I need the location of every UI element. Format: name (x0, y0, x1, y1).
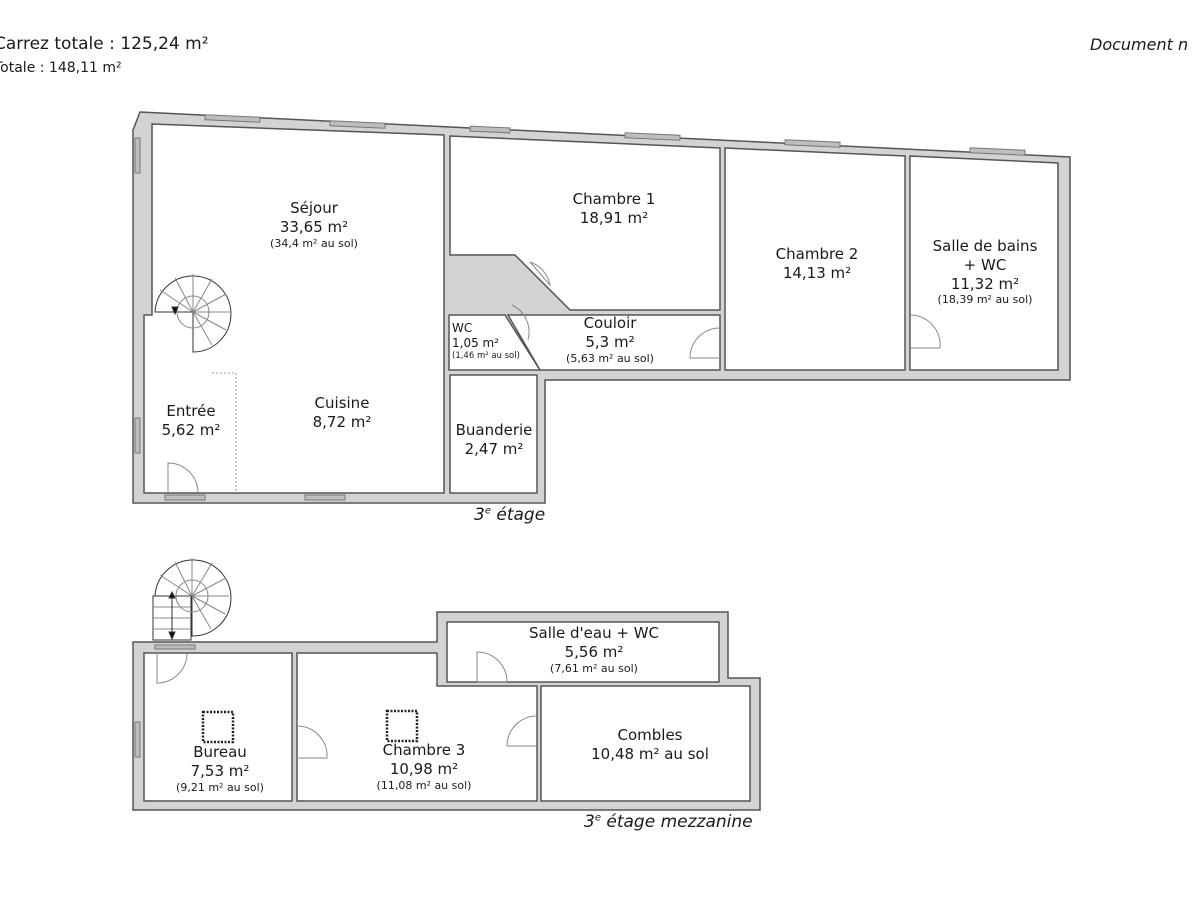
room-bureau: Bureau 7,53 m² (9,21 m² au sol) (176, 743, 264, 794)
room-sejour: Séjour 33,65 m² (34,4 m² au sol) (270, 199, 358, 250)
room-name: Combles (617, 726, 683, 744)
room-salle-d-eau: Salle d'eau + WC 5,56 m² (7,61 m² au sol… (529, 624, 659, 675)
room-area: 33,65 m² (279, 217, 349, 236)
mezzanine-stair-icon (152, 558, 232, 641)
room-name: Couloir (583, 314, 637, 332)
room-floor-area: (18,39 m² au sol) (937, 293, 1033, 307)
floor-3-doors (167, 261, 941, 494)
caption-superscript: e (594, 812, 601, 824)
room-area: 10,98 m² (389, 759, 459, 778)
room-name: Salle de bains (932, 237, 1038, 255)
caption-text: étage (490, 505, 546, 525)
room-area: 14,13 m² (782, 263, 852, 282)
room-buanderie: Buanderie 2,47 m² (456, 421, 533, 459)
floor-caption-mezzanine: 3e étage mezzanine (584, 812, 753, 832)
caption-number: 3 (584, 812, 595, 832)
room-name: Buanderie (455, 421, 533, 439)
room-area: 1,05 m² (452, 336, 500, 350)
room-floor-area: (1,46 m² au sol) (452, 351, 520, 361)
room-floor-area: (5,63 m² au sol) (566, 351, 654, 365)
floor-3-rooms (143, 123, 1059, 494)
floor-caption-3e-etage: 3e étage (474, 505, 545, 525)
mezzanine-windows (134, 644, 196, 758)
mezzanine-doors (156, 651, 538, 759)
room-couloir: Couloir 5,3 m² (5,63 m² au sol) (566, 314, 654, 365)
floor-3-windows (134, 114, 1026, 501)
room-name: Chambre 1 (572, 190, 656, 208)
room-floor-area: (34,4 m² au sol) (270, 236, 358, 250)
room-area: 5,56 m² (564, 642, 624, 661)
room-area: 10,48 m² au sol (591, 744, 709, 763)
room-wc: WC 1,05 m² (1,46 m² au sol) (452, 321, 520, 362)
room-name: WC (452, 321, 473, 335)
room-area: 2,47 m² (464, 439, 524, 458)
room-area: 18,91 m² (579, 208, 649, 227)
caption-text: étage mezzanine (600, 812, 753, 832)
room-name: Chambre 2 (775, 245, 859, 263)
room-name: Chambre 3 (382, 741, 466, 759)
skylight-icon (201, 709, 419, 744)
room-chambre-3: Chambre 3 10,98 m² (11,08 m² au sol) (377, 741, 472, 792)
partition-line (212, 372, 237, 493)
document-label: Document n (1090, 35, 1189, 54)
room-area: 8,72 m² (312, 412, 372, 431)
room-area: 11,32 m² (950, 274, 1020, 293)
caption-superscript: e (484, 505, 491, 517)
total-area: Totale : 148,11 m² (0, 60, 122, 76)
room-name: Cuisine (314, 394, 370, 412)
room-floor-area: (11,08 m² au sol) (376, 778, 472, 792)
caption-number: 3 (474, 505, 485, 525)
room-name: Séjour (290, 199, 338, 217)
room-name: Entrée (166, 402, 216, 420)
room-name: Salle d'eau + WC (528, 624, 660, 642)
room-chambre-1: Chambre 1 18,91 m² (573, 190, 656, 228)
room-floor-area: (9,21 m² au sol) (176, 780, 264, 794)
room-entree: Entrée 5,62 m² (162, 402, 221, 440)
carrez-total: Carrez totale : 125,24 m² (0, 34, 209, 54)
room-combles: Combles 10,48 m² au sol (591, 726, 709, 764)
room-area: 7,53 m² (190, 761, 250, 780)
spiral-stair-icon (154, 274, 232, 353)
room-chambre-2: Chambre 2 14,13 m² (776, 245, 859, 283)
room-area: 5,62 m² (161, 420, 221, 439)
room-name-line2: + WC (963, 255, 1007, 274)
room-name: Bureau (193, 743, 247, 761)
room-floor-area: (7,61 m² au sol) (550, 661, 638, 675)
room-area: 5,3 m² (585, 332, 635, 351)
room-cuisine: Cuisine 8,72 m² (313, 394, 372, 432)
room-salle-de-bains: Salle de bains + WC 11,32 m² (18,39 m² a… (933, 237, 1038, 307)
